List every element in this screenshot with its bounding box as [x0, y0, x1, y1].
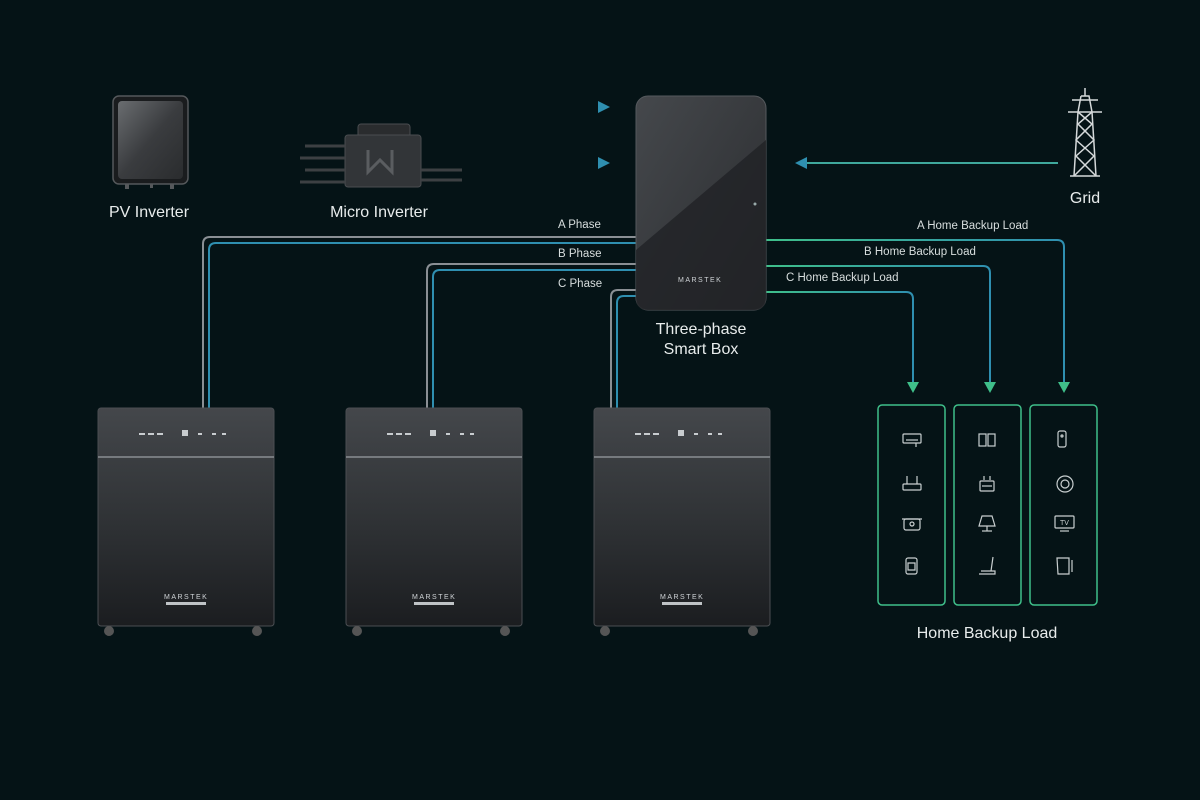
smart-box-label: Three-phase Smart Box: [655, 321, 747, 358]
a-backup-line: [766, 239, 1070, 393]
kettle-icon: [905, 557, 918, 575]
treadmill-icon: [979, 556, 996, 575]
battery-2-brand: MARSTEK: [412, 594, 457, 601]
smart-box-brand: MARSTEK: [678, 277, 723, 284]
b-backup-label: B Home Backup Load: [864, 246, 976, 258]
micro-inverter-label: Micro Inverter: [330, 204, 428, 221]
a-backup-label: A Home Backup Load: [917, 220, 1029, 232]
toaster-icon: [979, 476, 995, 492]
battery-1-brand: MARSTEK: [164, 594, 209, 601]
c-backup-line: [766, 291, 919, 393]
battery-unit-3: [593, 407, 771, 636]
refrigerator-icon: [978, 433, 996, 447]
pv-inverter-device: [112, 95, 189, 189]
router-icon: [902, 476, 922, 491]
smart-box-device: [635, 95, 767, 311]
load-panel-b: [953, 404, 1022, 606]
c-phase-label: C Phase: [558, 278, 603, 290]
lamp-icon: [978, 515, 996, 532]
battery-unit-2: [345, 407, 523, 636]
rice-cooker-icon: [902, 518, 922, 531]
air-conditioner-icon: [902, 433, 922, 447]
home-backup-load-label: Home Backup Load: [916, 625, 1058, 642]
c-phase-line: [610, 289, 636, 408]
grid-label: Grid: [1069, 190, 1101, 207]
b-phase-line: [426, 263, 636, 408]
b-backup-line: [766, 265, 996, 393]
tv-icon-text: TV: [1060, 520, 1069, 527]
pv-to-smartbox-line: [188, 101, 610, 113]
a-phase-line: [202, 236, 636, 408]
micro-inverter-device: [300, 123, 462, 188]
b-phase-label: B Phase: [558, 248, 602, 260]
load-panel-c: [877, 404, 946, 606]
load-panel-a: [1029, 404, 1098, 606]
tv-icon: [1054, 515, 1075, 532]
a-phase-label: A Phase: [558, 219, 601, 231]
remote-icon: [1057, 430, 1067, 448]
grid-to-smartbox-line: [795, 157, 1058, 169]
robot-vacuum-icon: [1056, 475, 1074, 493]
micro-to-smartbox-line: [422, 157, 610, 169]
grid-tower-icon: [1068, 88, 1102, 177]
water-dispenser-icon: [1056, 557, 1073, 575]
battery-unit-1: [97, 407, 275, 636]
pv-inverter-label: PV Inverter: [108, 204, 190, 221]
battery-3-brand: MARSTEK: [660, 594, 705, 601]
c-backup-label: C Home Backup Load: [786, 272, 899, 284]
